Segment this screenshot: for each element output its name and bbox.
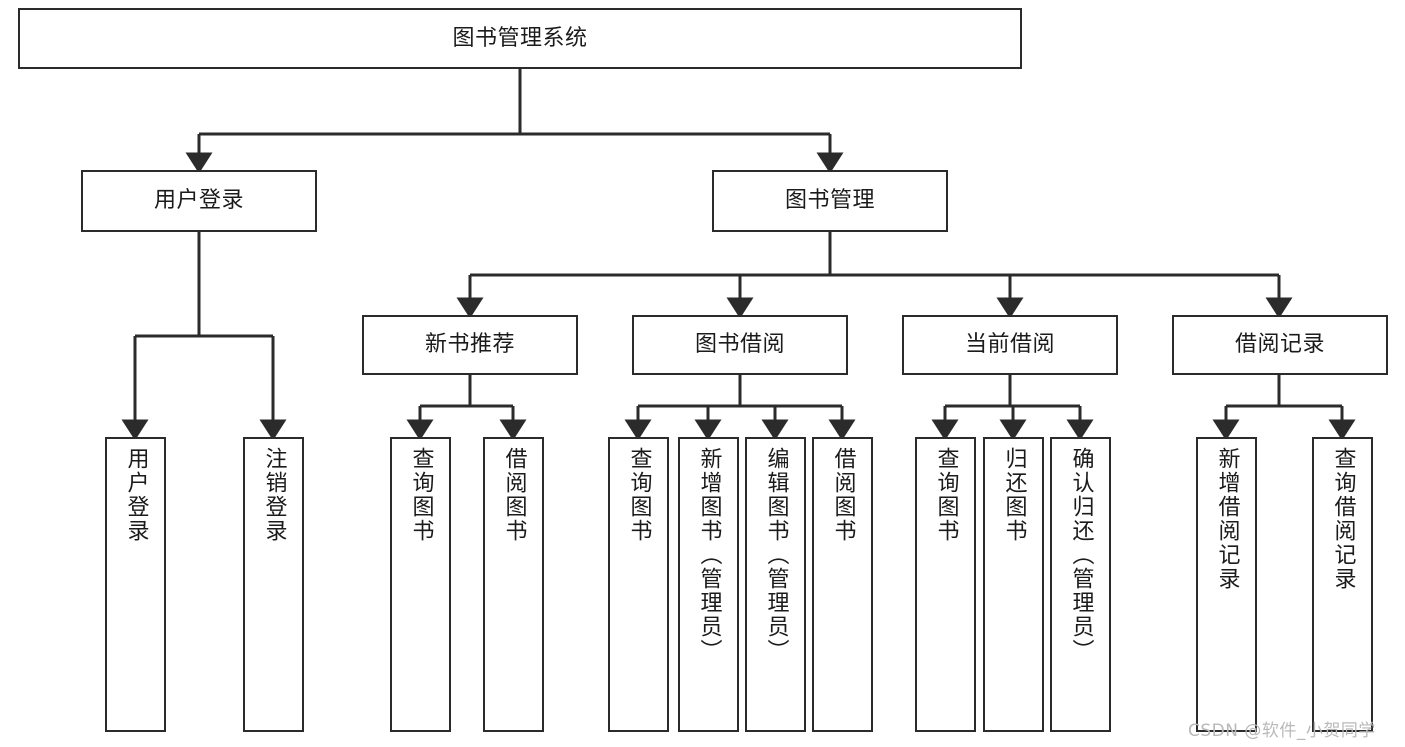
node-leaf-query-book-borrow[interactable]: 查询图书 — [608, 437, 669, 732]
node-leaf-return-book[interactable]: 归还图书 — [983, 437, 1044, 732]
node-label: 编辑图书（管理员） — [763, 447, 789, 663]
node-label: 当前借阅 — [964, 332, 1055, 358]
node-label: 用户登录 — [153, 188, 244, 214]
node-leaf-user-login[interactable]: 用户登录 — [105, 437, 166, 732]
node-label: 新书推荐 — [424, 332, 515, 358]
node-label: 查询图书 — [933, 447, 959, 543]
node-label: 借阅图书 — [830, 447, 856, 543]
node-label: 归还图书 — [1001, 447, 1027, 543]
node-label: 新增借阅记录 — [1214, 447, 1240, 591]
node-label: 确认归还（管理员） — [1068, 447, 1094, 663]
node-label: 新增图书（管理员） — [696, 447, 722, 663]
node-leaf-borrow-book-recommend[interactable]: 借阅图书 — [483, 437, 544, 732]
node-leaf-logout[interactable]: 注销登录 — [243, 437, 304, 732]
node-new-book-recommend[interactable]: 新书推荐 — [362, 315, 578, 375]
node-leaf-query-book-current[interactable]: 查询图书 — [915, 437, 976, 732]
node-leaf-query-book-recommend[interactable]: 查询图书 — [390, 437, 451, 732]
node-book-management[interactable]: 图书管理 — [712, 170, 948, 232]
node-label: 注销登录 — [261, 447, 287, 543]
node-label: 借阅记录 — [1234, 332, 1325, 358]
watermark: CSDN @软件_小贺同学 — [1188, 721, 1376, 741]
node-leaf-borrow-book[interactable]: 借阅图书 — [812, 437, 873, 732]
node-label: 查询图书 — [408, 447, 434, 543]
node-borrow-record[interactable]: 借阅记录 — [1172, 315, 1388, 375]
node-label: 借阅图书 — [501, 447, 527, 543]
node-current-borrow[interactable]: 当前借阅 — [902, 315, 1118, 375]
node-leaf-add-book[interactable]: 新增图书（管理员） — [678, 437, 739, 732]
node-user-login[interactable]: 用户登录 — [81, 170, 317, 232]
node-leaf-query-record[interactable]: 查询借阅记录 — [1312, 437, 1373, 732]
node-leaf-add-record[interactable]: 新增借阅记录 — [1196, 437, 1257, 732]
node-book-borrow[interactable]: 图书借阅 — [632, 315, 848, 375]
node-label: 查询图书 — [626, 447, 652, 543]
node-label: 图书借阅 — [694, 332, 785, 358]
node-label: 查询借阅记录 — [1330, 447, 1356, 591]
node-label: 图书管理系统 — [452, 25, 588, 51]
node-root-system[interactable]: 图书管理系统 — [18, 8, 1022, 69]
node-leaf-edit-book[interactable]: 编辑图书（管理员） — [745, 437, 806, 732]
node-leaf-confirm-return[interactable]: 确认归还（管理员） — [1050, 437, 1111, 732]
node-label: 用户登录 — [123, 447, 149, 543]
node-label: 图书管理 — [784, 188, 875, 214]
